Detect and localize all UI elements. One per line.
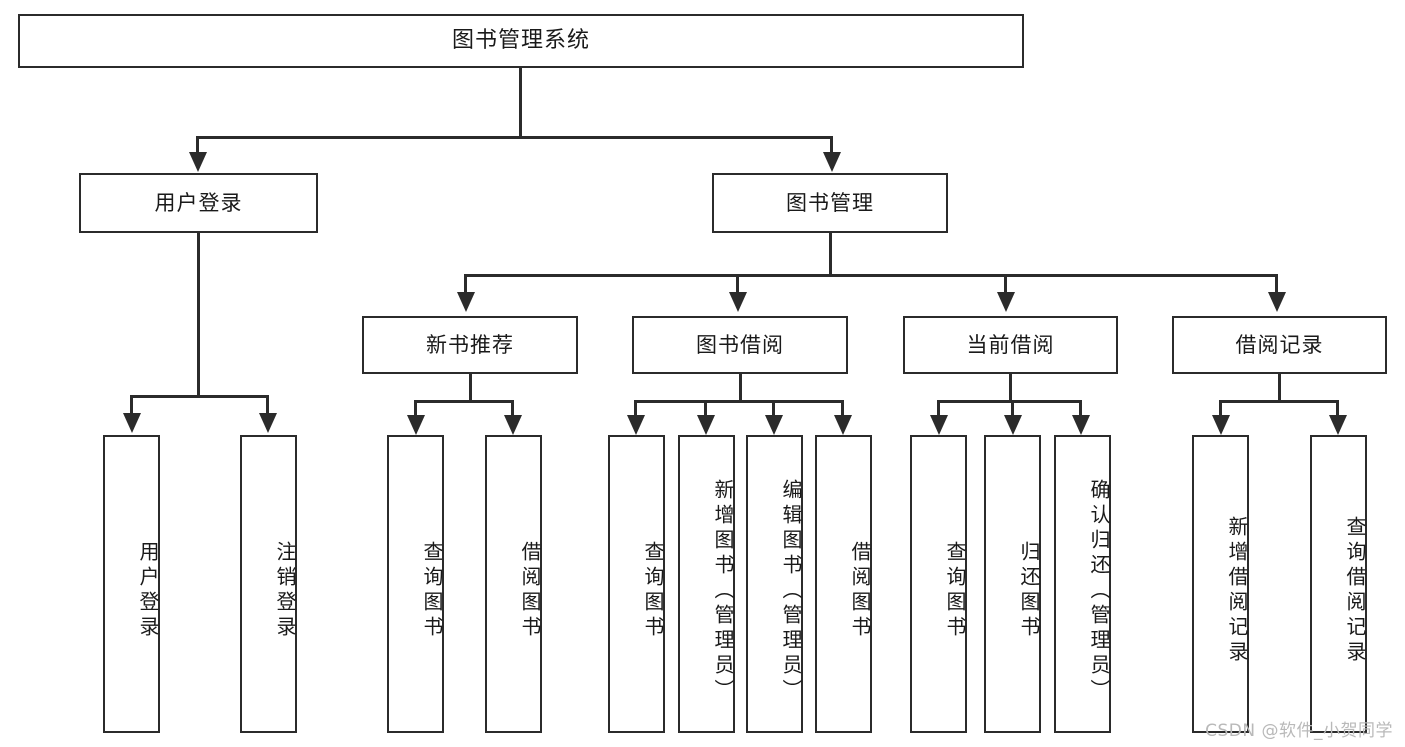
node-user-login[interactable]: 用户登录 — [79, 173, 318, 233]
node-leaf-query-record[interactable]: 查询借阅记录 — [1310, 435, 1367, 733]
node-book-borrow[interactable]: 图书借阅 — [632, 316, 848, 374]
arrow-to-current-borrow — [997, 292, 1015, 312]
connector-cb-drop-3 — [1079, 400, 1082, 418]
connector-nbr-drop-1 — [414, 400, 417, 418]
connector-root-drop-right — [830, 136, 833, 156]
node-label: 新书推荐 — [426, 332, 514, 357]
connector-bm-drop-2 — [736, 274, 739, 296]
arrow-to-leaf-edit-book — [765, 415, 783, 435]
arrow-to-leaf-borrow-book-1 — [504, 415, 522, 435]
node-label: 图书管理系统 — [451, 28, 590, 53]
node-leaf-return-book[interactable]: 归还图书 — [984, 435, 1041, 733]
connector-br-bar — [1219, 400, 1338, 403]
connector-nbr-drop-2 — [511, 400, 514, 418]
connector-bb-drop-3 — [772, 400, 775, 418]
connector-user-login-drop-2 — [266, 395, 269, 417]
node-leaf-edit-book[interactable]: 编辑图书（管理员） — [746, 435, 803, 733]
arrow-to-leaf-confirm-return — [1072, 415, 1090, 435]
node-label: 当前借阅 — [966, 332, 1055, 357]
arrow-to-leaf-query-record — [1329, 415, 1347, 435]
node-leaf-borrow-book-1[interactable]: 借阅图书 — [485, 435, 542, 733]
node-leaf-query-book-3[interactable]: 查询图书 — [910, 435, 967, 733]
connector-br-drop-2 — [1336, 400, 1339, 418]
node-leaf-user-login[interactable]: 用户登录 — [103, 435, 160, 733]
connector-nbr-bar — [414, 400, 514, 403]
node-label: 用户登录 — [154, 190, 243, 215]
arrow-to-leaf-add-book — [697, 415, 715, 435]
connector-cb-stem — [1009, 374, 1012, 402]
node-label: 借阅记录 — [1235, 332, 1324, 357]
node-label: 用户登录 — [136, 541, 160, 641]
node-label: 查询图书 — [641, 541, 665, 641]
connector-bb-bar — [634, 400, 843, 403]
arrow-to-leaf-user-login — [123, 413, 141, 433]
arrow-to-leaf-add-record — [1212, 415, 1230, 435]
node-label: 新增借阅记录 — [1225, 516, 1249, 666]
arrow-to-book-borrow — [729, 292, 747, 312]
arrow-to-leaf-query-book-1 — [407, 415, 425, 435]
node-label: 查询借阅记录 — [1343, 516, 1367, 666]
connector-bb-drop-1 — [634, 400, 637, 418]
arrow-to-leaf-query-book-2 — [627, 415, 645, 435]
connector-cb-drop-2 — [1011, 400, 1014, 418]
arrow-to-leaf-return-book — [1004, 415, 1022, 435]
node-leaf-user-logout[interactable]: 注销登录 — [240, 435, 297, 733]
connector-br-drop-1 — [1219, 400, 1222, 418]
node-leaf-query-book-2[interactable]: 查询图书 — [608, 435, 665, 733]
node-leaf-borrow-book-2[interactable]: 借阅图书 — [815, 435, 872, 733]
node-leaf-add-record[interactable]: 新增借阅记录 — [1192, 435, 1249, 733]
connector-cb-bar — [937, 400, 1081, 403]
node-root-system[interactable]: 图书管理系统 — [18, 14, 1024, 68]
node-label: 确认归还（管理员） — [1087, 478, 1111, 704]
connector-nbr-stem — [469, 374, 472, 402]
connector-user-login-bar — [130, 395, 269, 398]
arrow-to-borrow-record — [1268, 292, 1286, 312]
arrow-to-leaf-borrow-book-2 — [834, 415, 852, 435]
node-label: 查询图书 — [943, 541, 967, 641]
node-label: 查询图书 — [420, 541, 444, 641]
node-new-book-recommend[interactable]: 新书推荐 — [362, 316, 578, 374]
connector-bm-drop-3 — [1004, 274, 1007, 296]
connector-root-stem — [519, 68, 522, 136]
connector-root-drop-left — [196, 136, 199, 156]
connector-book-manage-bar — [464, 274, 1278, 277]
node-label: 注销登录 — [273, 541, 297, 641]
connector-bb-stem — [739, 374, 742, 402]
node-label: 借阅图书 — [848, 541, 872, 641]
arrow-to-book-manage — [823, 152, 841, 172]
connector-bb-drop-4 — [841, 400, 844, 418]
node-label: 归还图书 — [1017, 541, 1041, 641]
arrow-to-leaf-query-book-3 — [930, 415, 948, 435]
arrow-to-new-book-recommend — [457, 292, 475, 312]
node-leaf-add-book[interactable]: 新增图书（管理员） — [678, 435, 735, 733]
connector-br-stem — [1278, 374, 1281, 402]
node-borrow-record[interactable]: 借阅记录 — [1172, 316, 1387, 374]
node-label: 编辑图书（管理员） — [779, 478, 803, 704]
connector-user-login-stem — [197, 233, 200, 398]
arrow-to-leaf-user-logout — [259, 413, 277, 433]
node-current-borrow[interactable]: 当前借阅 — [903, 316, 1118, 374]
node-label: 新增图书（管理员） — [711, 478, 735, 704]
connector-bm-drop-4 — [1275, 274, 1278, 296]
connector-bb-drop-2 — [704, 400, 707, 418]
node-leaf-confirm-return[interactable]: 确认归还（管理员） — [1054, 435, 1111, 733]
arrow-to-user-login — [189, 152, 207, 172]
connector-book-manage-stem — [829, 233, 832, 276]
node-book-manage[interactable]: 图书管理 — [712, 173, 948, 233]
connector-cb-drop-1 — [937, 400, 940, 418]
connector-bm-drop-1 — [464, 274, 467, 296]
node-leaf-query-book-1[interactable]: 查询图书 — [387, 435, 444, 733]
node-label: 借阅图书 — [518, 541, 542, 641]
connector-root-bar — [196, 136, 833, 139]
node-label: 图书管理 — [786, 190, 874, 215]
connector-user-login-drop-1 — [130, 395, 133, 417]
node-label: 图书借阅 — [696, 332, 784, 357]
